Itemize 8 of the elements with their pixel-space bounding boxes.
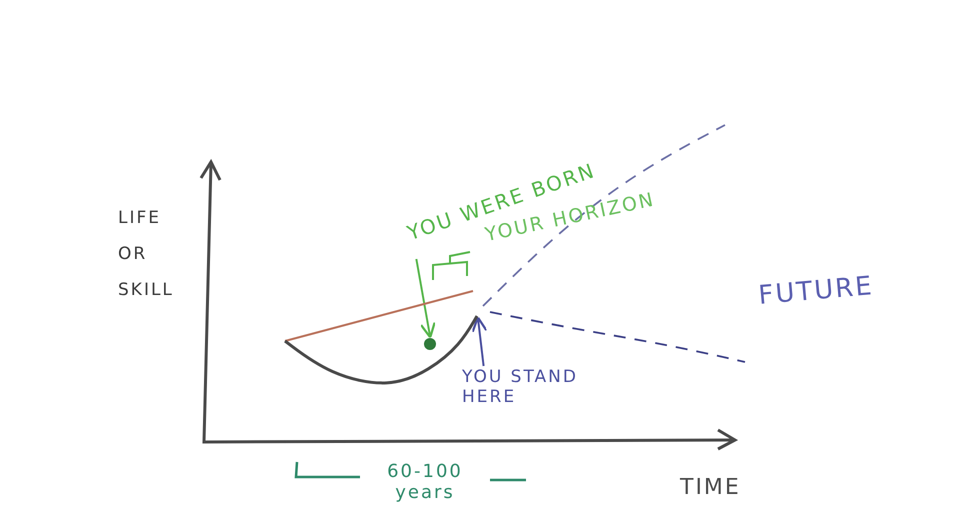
axis-label: LIFE OR SKILL (118, 207, 175, 302)
dimension-label: 60-100 years (386, 462, 464, 504)
annotation-text: YOU STAND HERE (462, 368, 579, 408)
arrow (415, 258, 436, 338)
arrow (471, 316, 488, 366)
annotation-text: FUTURE (757, 270, 876, 312)
dot-marker (423, 337, 437, 351)
axis-label: TIME (680, 475, 742, 500)
